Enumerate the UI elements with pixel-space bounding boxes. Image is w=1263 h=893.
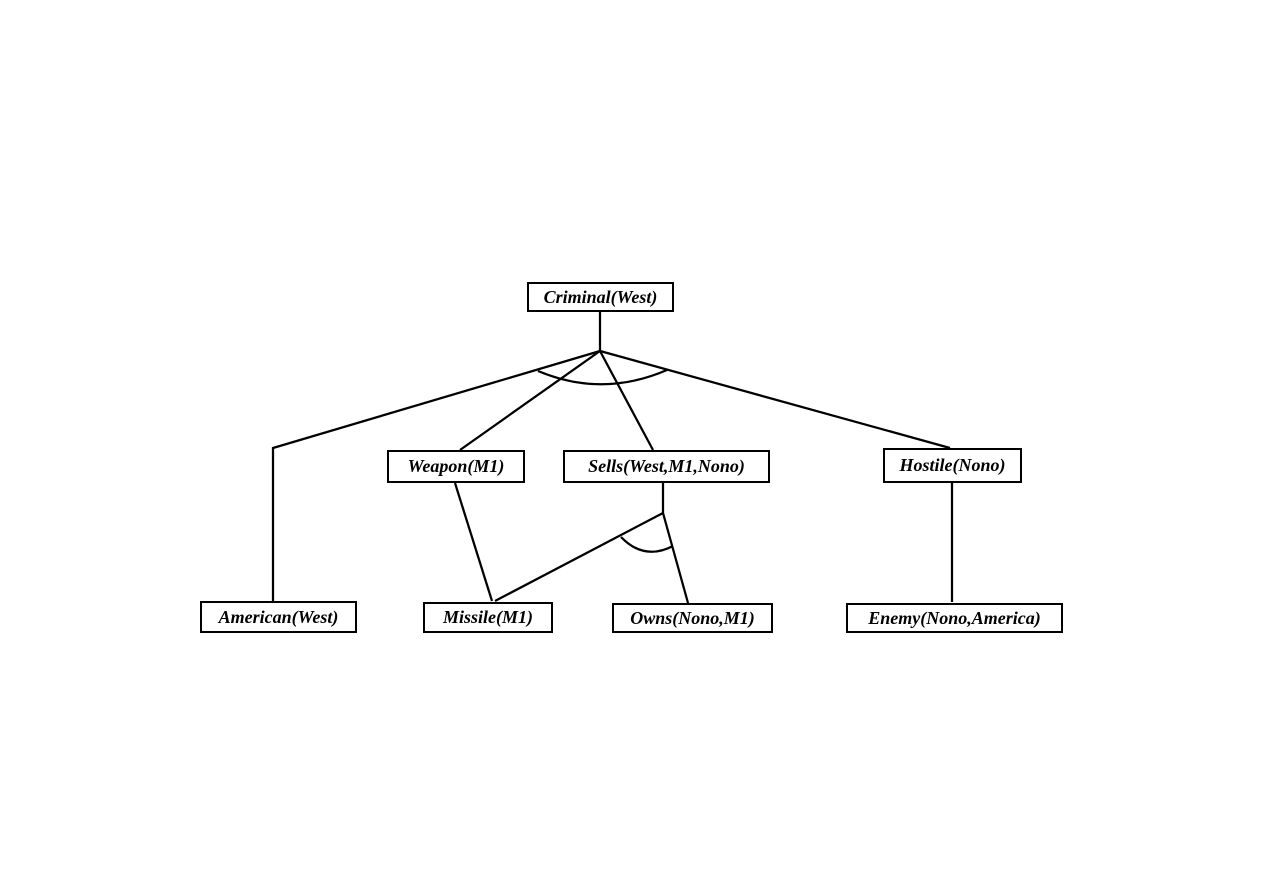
node-hostile-nono: Hostile(Nono)	[883, 448, 1022, 483]
node-label: Owns(Nono,M1)	[630, 607, 755, 628]
and-arc-sells	[620, 536, 674, 553]
edge-weapon-missile	[453, 482, 494, 602]
edge-sells-missile	[494, 512, 664, 602]
node-label: Sells(West,M1,Nono)	[588, 456, 745, 476]
edge-criminal-hostile	[599, 349, 951, 450]
node-enemy-nono-america: Enemy(Nono,America)	[846, 603, 1063, 633]
node-sells-west-m1-nono: Sells(West,M1,Nono)	[563, 450, 770, 483]
edge-sells-owns	[661, 512, 690, 604]
node-label: Missile(M1)	[443, 607, 533, 627]
node-label: Enemy(Nono,America)	[868, 607, 1041, 628]
edge-criminal-american	[271, 349, 601, 601]
node-label: Hostile(Nono)	[899, 455, 1006, 475]
edge-criminal-sells	[599, 350, 654, 451]
node-label: American(West)	[218, 606, 339, 627]
node-criminal-west: Criminal(West)	[527, 282, 674, 312]
node-label: Weapon(M1)	[407, 456, 505, 476]
node-american-west: American(West)	[200, 601, 357, 633]
node-missile-m1: Missile(M1)	[423, 602, 553, 633]
node-owns-nono-m1: Owns(Nono,M1)	[612, 603, 773, 633]
edge-criminal-weapon	[459, 350, 601, 451]
node-weapon-m1: Weapon(M1)	[387, 450, 525, 483]
and-arc-criminal	[537, 368, 668, 386]
node-label: Criminal(West)	[543, 286, 658, 307]
